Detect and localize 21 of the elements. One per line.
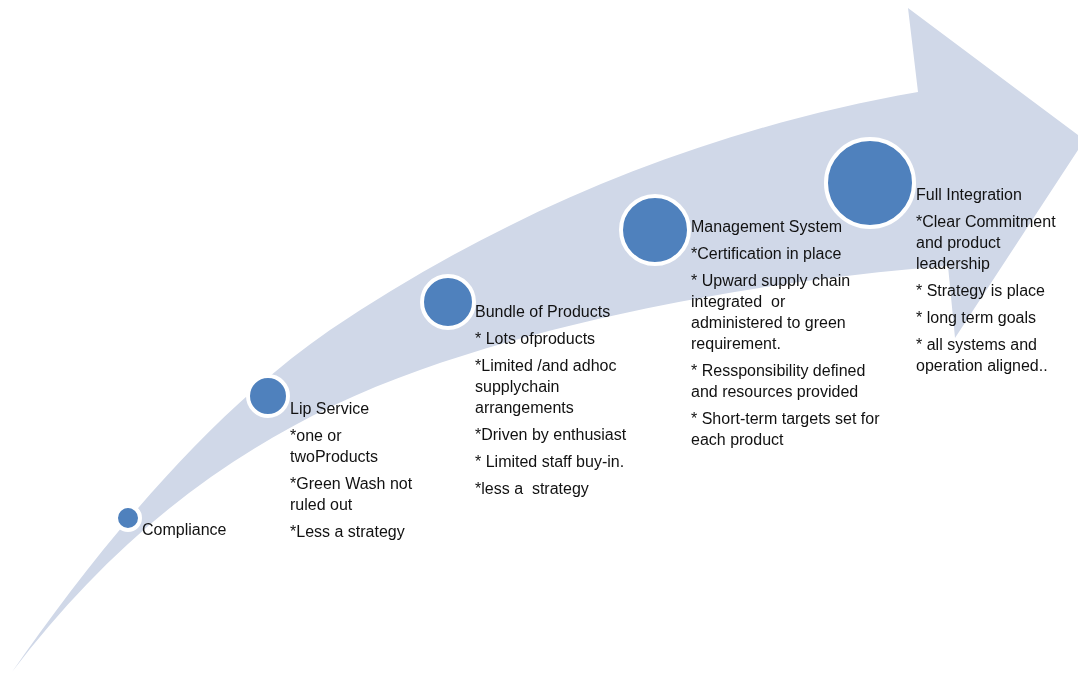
stage-bullet: * Limited staff buy-in. xyxy=(475,452,626,472)
stage-bullet: * Ressponsibility defined and resources provided xyxy=(691,361,867,402)
stage-bullet: *less a strategy xyxy=(475,479,590,499)
stage-bullet: *Limited /and adhoc supplychain arrangements xyxy=(475,356,618,418)
stage-bullet: * Upward supply chain integrated or administered to green requirement. xyxy=(691,271,852,354)
stage-bullet: *one or twoProducts xyxy=(290,426,380,467)
stage-bullet: * long term goals xyxy=(916,308,1038,328)
stage-bullet: * Lots ofproducts xyxy=(475,329,597,349)
stage-title: Lip Service xyxy=(290,399,371,419)
stage-bullet: *Certification in place xyxy=(691,244,843,264)
stage-bullet: * Short-term targets set for each product xyxy=(691,409,881,450)
stage-bullet: *Clear Commitment and product leadership xyxy=(916,212,1057,274)
stage-title: Management System xyxy=(691,217,844,237)
stage-title: Bundle of Products xyxy=(475,302,612,322)
stage-bullet: *Less a strategy xyxy=(290,522,406,542)
stage-bullet: * Strategy is place xyxy=(916,281,1046,301)
stage-bullet: *Green Wash not ruled out xyxy=(290,474,414,515)
stage-bullet: *Driven by enthusiast xyxy=(475,425,628,445)
stage-bullet: * all systems and operation aligned.. xyxy=(916,335,1049,376)
stage-title: Compliance xyxy=(142,520,228,540)
stage-title: Full Integration xyxy=(916,185,1023,205)
